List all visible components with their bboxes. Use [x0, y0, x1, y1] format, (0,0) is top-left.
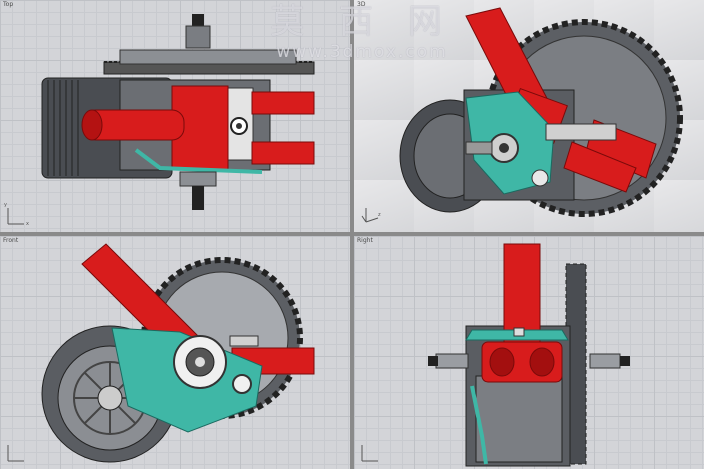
axis-gizmo-perspective: [361, 208, 379, 223]
viewport-title-perspective[interactable]: 3D: [357, 1, 366, 8]
viewport-right[interactable]: Right: [354, 236, 704, 469]
axis-gizmo-top: [7, 208, 24, 225]
motor-model-right-view: [428, 243, 630, 467]
axis-label-z: z: [378, 212, 381, 218]
motor-model-top-view: [41, 14, 315, 210]
viewport-title-top[interactable]: Top: [3, 1, 14, 8]
axis-label-x: x: [26, 221, 29, 227]
axis-gizmo-front: [7, 445, 24, 462]
axis-gizmo-right: [361, 445, 378, 462]
viewport-perspective[interactable]: 3D z: [354, 0, 704, 232]
viewport-title-front[interactable]: Front: [3, 237, 19, 244]
viewport-top[interactable]: Top: [0, 0, 350, 232]
viewport-title-right[interactable]: Right: [357, 237, 373, 244]
axis-label-y: y: [4, 202, 7, 208]
viewport-front[interactable]: Front: [0, 236, 350, 469]
motor-model-front-view: [41, 243, 315, 463]
motor-model-perspective-view: [399, 7, 683, 217]
